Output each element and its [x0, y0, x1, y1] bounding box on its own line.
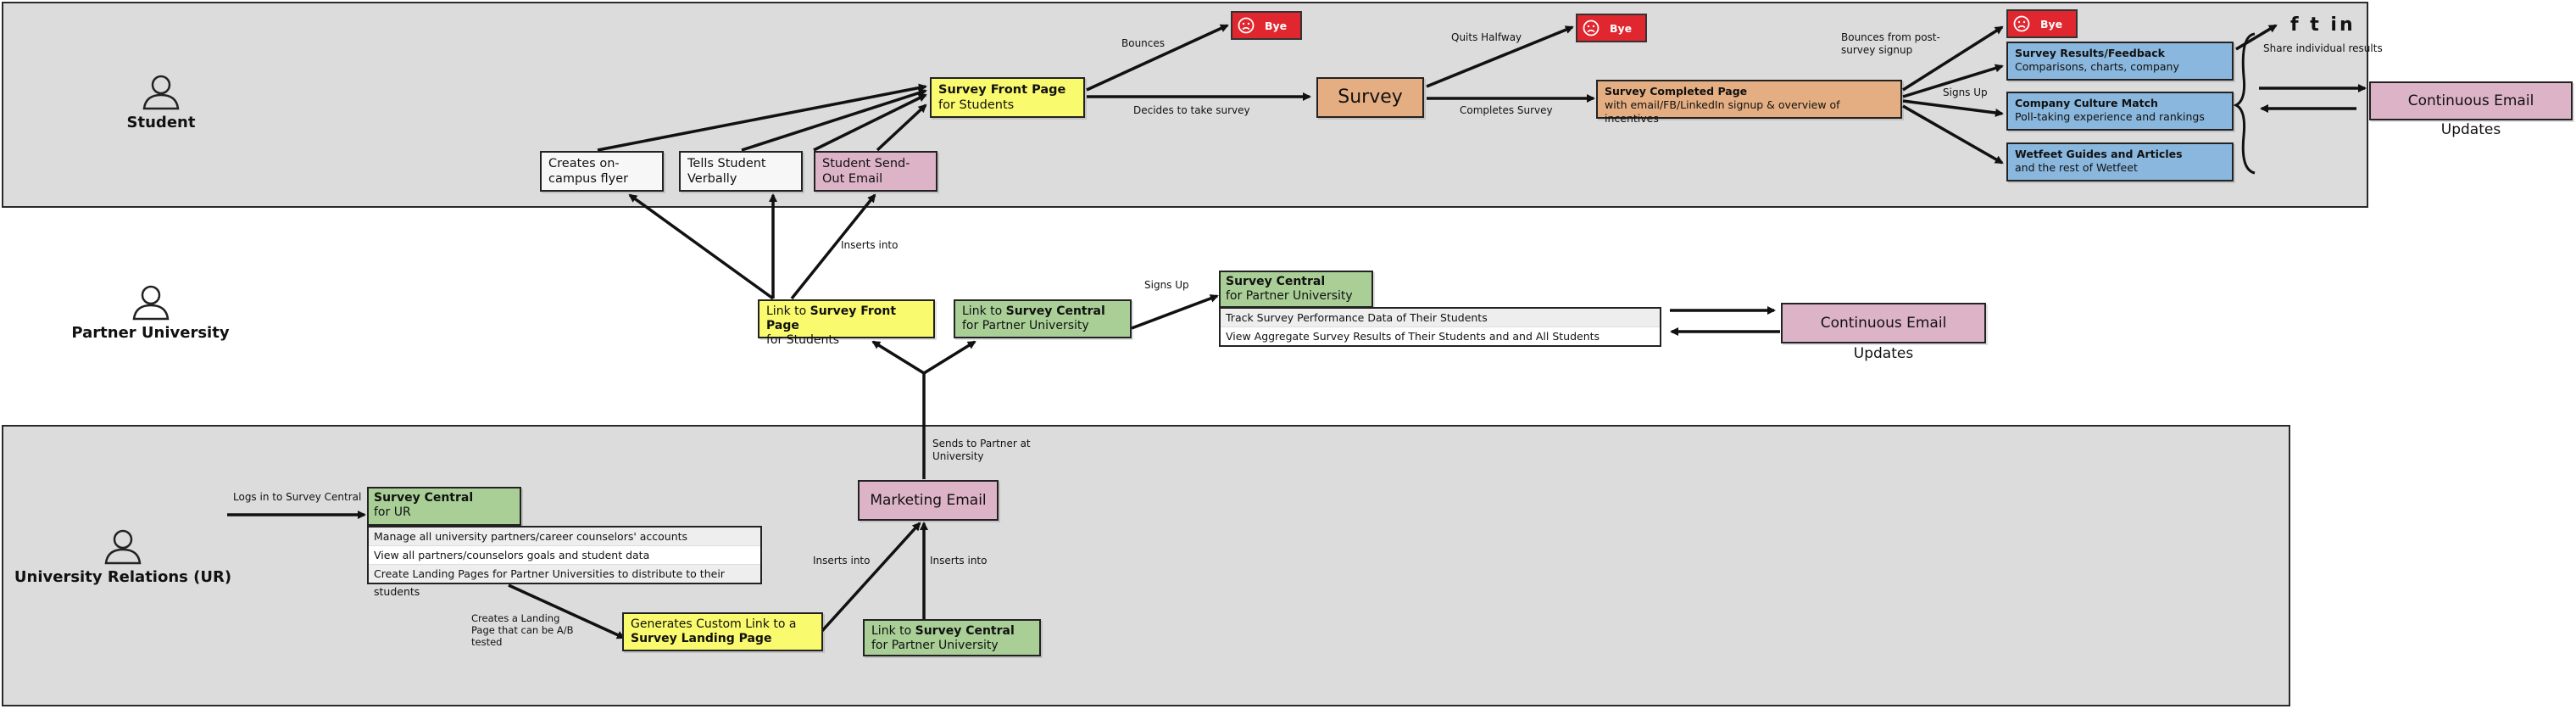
survey-label: Survey [1338, 87, 1403, 108]
sendout-email-box[interactable]: Student Send-Out Email [814, 151, 937, 192]
partner-central-header[interactable]: Survey Central for Partner University [1219, 271, 1373, 308]
ur-link-central-box[interactable]: Link to Survey Central for Partner Unive… [863, 619, 1041, 656]
guides-sub: and the rest of Wetfeet [2015, 161, 2138, 174]
ur-central-item[interactable]: Manage all university partners/career co… [369, 528, 760, 546]
bye-label-2: Bye [1610, 22, 1633, 35]
sendout-email-label: Student Send-Out Email [822, 157, 910, 186]
partner-signs-up-label: Signs Up [1144, 279, 1189, 291]
student-email-updates-box[interactable]: Continuous Email Updates [2369, 81, 2573, 138]
creates-landing-label: Creates a Landing Page that can be A/B t… [471, 612, 574, 648]
student-email-updates-label: Continuous Email Updates [2407, 92, 2534, 138]
ur-central-item[interactable]: Create Landing Pages for Partner Univers… [369, 565, 760, 598]
student-actor-label: Student [126, 114, 196, 131]
partner-link-central-box[interactable]: Link to Survey Central for Partner Unive… [954, 299, 1132, 338]
front-page-title: Survey Front Page [938, 83, 1066, 97]
bye-badge-2: Bye [1576, 14, 1647, 42]
bye-badge-3: Bye [2006, 9, 2078, 38]
front-page-box[interactable]: Survey Front Page for Students [930, 77, 1085, 118]
ur-link-central-pre: Link to [871, 624, 915, 638]
partner-link-central-title: Survey Central [1005, 304, 1105, 318]
custom-link-title: Survey Landing Page [631, 632, 772, 645]
bye-label-3: Bye [2040, 18, 2063, 31]
survey-box[interactable]: Survey [1316, 77, 1424, 118]
marketing-email-label: Marketing Email [870, 492, 987, 509]
bounces-label: Bounces [1121, 37, 1166, 49]
link-front-sub: for Students [766, 333, 840, 347]
results-sub: Comparisons, charts, company [2015, 60, 2179, 73]
link-front-title: Survey Front Page [766, 304, 897, 332]
partner-email-updates-label: Continuous Email Updates [1820, 315, 1947, 362]
partner-central-sub: for Partner University [1226, 289, 1353, 303]
results-box[interactable]: Survey Results/Feedback Comparisons, cha… [2006, 42, 2234, 81]
partner-central-title: Survey Central [1226, 275, 1326, 288]
sad-face-icon [2013, 15, 2030, 32]
verbal-box[interactable]: Tells Student Verbally [679, 151, 803, 192]
partner-link-central-pre: Link to [962, 304, 1006, 318]
partner-actor: Partner University [59, 283, 242, 342]
partner-central-item[interactable]: Track Survey Performance Data of Their S… [1221, 309, 1660, 327]
partner-actor-label: Partner University [71, 324, 230, 342]
logs-in-label: Logs in to Survey Central [233, 491, 362, 503]
bye-badge-1: Bye [1231, 11, 1302, 40]
ur-inserts-into-1-label: Inserts into [813, 555, 871, 567]
verbal-label: Tells Student Verbally [687, 157, 766, 186]
flyer-label: Creates on-campus flyer [548, 157, 629, 186]
partner-central-menu: Track Survey Performance Data of Their S… [1219, 307, 1661, 347]
completed-page-title: Survey Completed Page [1605, 85, 1748, 98]
ur-link-central-sub: for Partner University [871, 639, 999, 652]
ur-inserts-into-2-label: Inserts into [930, 555, 988, 567]
quits-label: Quits Halfway [1451, 31, 1522, 43]
student-actor: Student [102, 73, 220, 131]
ur-central-header[interactable]: Survey Central for UR [367, 487, 521, 526]
person-icon [132, 285, 169, 321]
ur-central-title: Survey Central [374, 491, 474, 505]
ur-central-menu: Manage all university partners/career co… [367, 526, 762, 598]
ur-actor: University Relations (UR) [8, 528, 237, 586]
inserts-into-label: Inserts into [841, 239, 899, 251]
ur-central-item[interactable]: View all partners/counselors goals and s… [369, 546, 760, 565]
culture-sub: Poll-taking experience and rankings [2015, 110, 2205, 123]
marketing-email-box[interactable]: Marketing Email [858, 480, 999, 521]
partner-central-item[interactable]: View Aggregate Survey Results of Their S… [1226, 330, 1600, 343]
person-icon [104, 529, 142, 565]
culture-title: Company Culture Match [2015, 97, 2158, 109]
link-front-page-box[interactable]: Link to Survey Front Page for Students [758, 299, 935, 347]
guides-box[interactable]: Wetfeet Guides and Articles and the rest… [2006, 142, 2234, 181]
signs-up-label: Signs Up [1943, 87, 1988, 98]
completes-label: Completes Survey [1460, 104, 1553, 116]
link-front-pre: Link to [766, 304, 810, 318]
flyer-box[interactable]: Creates on-campus flyer [540, 151, 664, 192]
ur-link-central-title: Survey Central [915, 624, 1015, 638]
completed-page-box[interactable]: Survey Completed Page with email/FB/Link… [1596, 80, 1902, 125]
custom-link-box[interactable]: Generates Custom Link to a Survey Landin… [622, 612, 823, 651]
share-label: Share individual results [2263, 42, 2383, 54]
partner-link-central-sub: for Partner University [962, 319, 1089, 332]
guides-title: Wetfeet Guides and Articles [2015, 148, 2183, 160]
bye-label-1: Bye [1265, 20, 1288, 32]
front-page-sub: for Students [938, 98, 1015, 112]
sad-face-icon [1238, 17, 1255, 34]
partner-email-updates-box[interactable]: Continuous Email Updates [1781, 303, 1986, 362]
ur-central-sub: for UR [374, 505, 411, 519]
person-icon [142, 75, 180, 110]
student-lane [2, 2, 2368, 208]
results-title: Survey Results/Feedback [2015, 47, 2165, 59]
sends-to-label: Sends to Partner at University [932, 438, 1031, 462]
culture-box[interactable]: Company Culture Match Poll-taking experi… [2006, 92, 2234, 131]
decides-label: Decides to take survey [1133, 104, 1250, 116]
social-icons: f t in [2290, 14, 2356, 36]
ur-actor-label: University Relations (UR) [14, 568, 232, 586]
bounces-post-label: Bounces from post-survey signup [1841, 31, 1940, 56]
completed-page-sub: with email/FB/LinkedIn signup & overview… [1605, 98, 1840, 125]
sad-face-icon [1583, 20, 1600, 36]
custom-link-pre: Generates Custom Link to a [631, 617, 797, 631]
